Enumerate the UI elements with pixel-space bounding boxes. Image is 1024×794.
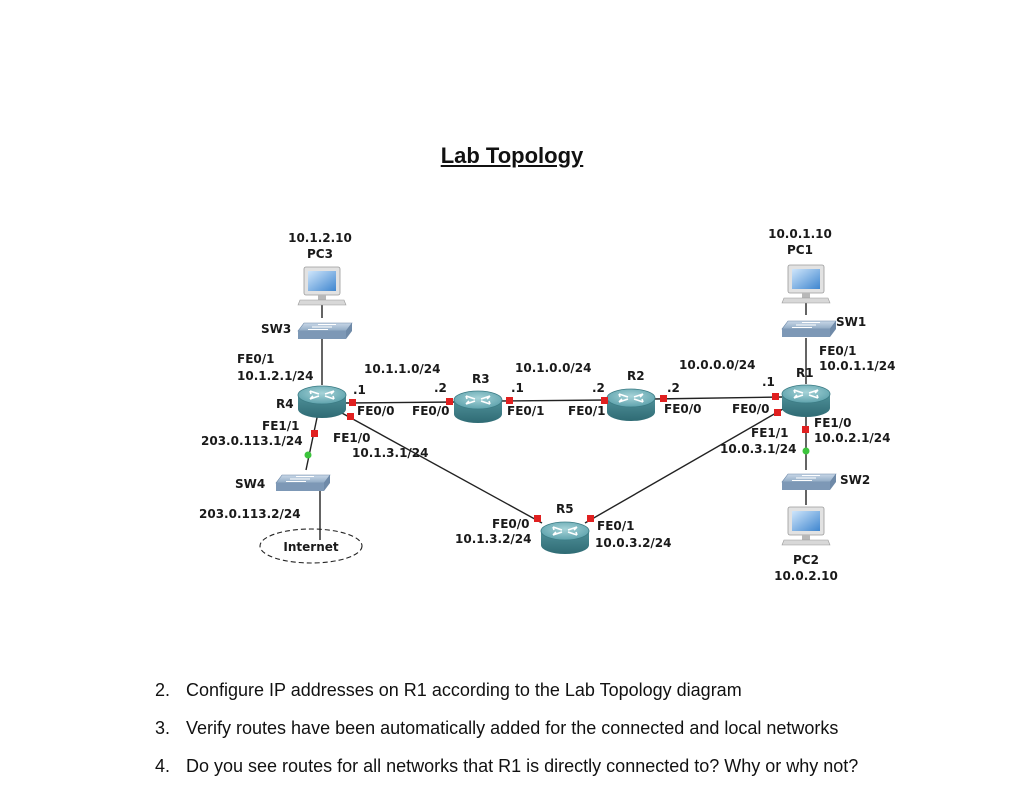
r4-fe00-label: FE0/0: [357, 404, 394, 418]
sw2-icon[interactable]: [781, 473, 837, 491]
instruction-list: 2. Configure IP addresses on R1 according…: [155, 678, 858, 792]
sw3-label: SW3: [261, 322, 291, 336]
port-down-icon: [774, 409, 781, 416]
pc1-name-label: PC1: [787, 243, 813, 257]
r4-host-label: .1: [353, 383, 366, 397]
r2-icon[interactable]: [606, 388, 656, 422]
instruction-number: 2.: [155, 680, 171, 700]
r3-label: R3: [472, 372, 490, 386]
pc1-ip-label: 10.0.1.10: [768, 227, 832, 241]
r4-fe10-label: FE1/0: [333, 431, 370, 445]
r3-fe00-label: FE0/0: [412, 404, 449, 418]
r1-fe01-label: FE0/1: [819, 344, 856, 358]
r3-fe01-label: FE0/1: [507, 404, 544, 418]
r4-label: R4: [276, 397, 294, 411]
r2-label: R2: [627, 369, 645, 383]
port-down-icon: [802, 426, 809, 433]
r1-icon[interactable]: [781, 384, 831, 418]
r4-fe10-ip-label: 10.1.3.1/24: [352, 446, 429, 460]
instruction-text: Configure IP addresses on R1 according t…: [186, 680, 742, 700]
r4-icon[interactable]: [297, 385, 347, 419]
port-down-icon: [446, 398, 453, 405]
r5-fe01-ip-label: 10.0.3.2/24: [595, 536, 672, 550]
r3-host-label-left: .2: [434, 381, 447, 395]
pc3-name-label: PC3: [307, 247, 333, 261]
r3-host-label-right: .1: [511, 381, 524, 395]
r1-fe11-label: FE1/1: [751, 426, 788, 440]
port-down-icon: [311, 430, 318, 437]
r1-fe10-ip-label: 10.0.2.1/24: [814, 431, 891, 445]
r4-fe11-label: FE1/1: [262, 419, 299, 433]
network-r4-r3-label: 10.1.1.0/24: [364, 362, 441, 376]
port-down-icon: [534, 515, 541, 522]
port-down-icon: [772, 393, 779, 400]
instruction-text: Verify routes have been automatically ad…: [186, 718, 839, 738]
r2-fe01-label: FE0/1: [568, 404, 605, 418]
r5-label: R5: [556, 502, 574, 516]
sw3-icon[interactable]: [297, 322, 353, 340]
port-down-icon: [506, 397, 513, 404]
sw4-ip-label: 203.0.113.2/24: [199, 507, 301, 521]
port-up-icon: [304, 451, 312, 459]
sw1-label: SW1: [836, 315, 866, 329]
r1-label: R1: [796, 366, 814, 380]
r5-fe01-label: FE0/1: [597, 519, 634, 533]
port-indicators: [304, 393, 810, 522]
instruction-text: Do you see routes for all networks that …: [186, 756, 859, 776]
pc1-icon[interactable]: [781, 264, 831, 304]
port-down-icon: [587, 515, 594, 522]
instruction-item: 3. Verify routes have been automatically …: [155, 716, 858, 754]
r4-fe01-ip-label: 10.1.2.1/24: [237, 369, 314, 383]
r1-fe10-label: FE1/0: [814, 416, 851, 430]
r1-fe11-ip-label: 10.0.3.1/24: [720, 442, 797, 456]
port-down-icon: [601, 397, 608, 404]
sw4-icon[interactable]: [275, 474, 331, 492]
pc3-ip-label: 10.1.2.10: [288, 231, 352, 245]
pc2-name-label: PC2: [793, 553, 819, 567]
network-r3-r2-label: 10.1.0.0/24: [515, 361, 592, 375]
internet-cloud: [259, 528, 363, 564]
sw4-label: SW4: [235, 477, 265, 491]
instruction-number: 3.: [155, 718, 171, 738]
r2-fe00-label: FE0/0: [664, 402, 701, 416]
port-up-icon: [802, 447, 810, 455]
r4-fe11-ip-label: 203.0.113.1/24: [201, 434, 303, 448]
r5-fe00-ip-label: 10.1.3.2/24: [455, 532, 532, 546]
internet-label: Internet: [283, 540, 338, 554]
port-down-icon: [660, 395, 667, 402]
r5-fe00-label: FE0/0: [492, 517, 529, 531]
pc2-ip-label: 10.0.2.10: [774, 569, 838, 583]
sw2-label: SW2: [840, 473, 870, 487]
instruction-item: 4. Do you see routes for all networks tha…: [155, 754, 858, 792]
port-down-icon: [349, 399, 356, 406]
network-r2-r1-label: 10.0.0.0/24: [679, 358, 756, 372]
r1-host-label: .1: [762, 375, 775, 389]
page-title: Lab Topology: [440, 143, 584, 168]
instruction-item: 2. Configure IP addresses on R1 according…: [155, 678, 858, 716]
r5-icon[interactable]: [540, 521, 590, 555]
sw1-icon[interactable]: [781, 320, 837, 338]
pc3-icon[interactable]: [297, 266, 347, 306]
r2-host-label-left: .2: [592, 381, 605, 395]
r1-fe00-label: FE0/0: [732, 402, 769, 416]
r4-fe01-label: FE0/1: [237, 352, 274, 366]
r3-icon[interactable]: [453, 390, 503, 424]
pc2-icon[interactable]: [781, 506, 831, 546]
r2-host-label-right: .2: [667, 381, 680, 395]
instruction-number: 4.: [155, 756, 171, 776]
r1-fe01-ip-label: 10.0.1.1/24: [819, 359, 896, 373]
port-down-icon: [347, 413, 354, 420]
